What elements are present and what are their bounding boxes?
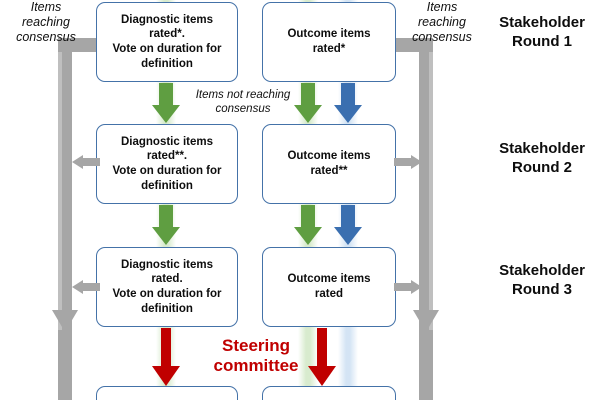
right-rail-top-elbow xyxy=(393,38,433,52)
box-outcome-round-1-label: Outcome items rated* xyxy=(287,28,371,55)
green-arrow-diagnostic-r2-r3 xyxy=(152,205,180,245)
box-outcome-round-3-label: Outcome items rated xyxy=(287,273,371,300)
right-rail-highlight xyxy=(429,52,433,368)
left-rail-highlight xyxy=(58,52,62,368)
blue-arrow-outcome-r1-r2 xyxy=(334,83,362,123)
left-feedback-arrow-round3 xyxy=(72,280,100,294)
left-rail-top-elbow xyxy=(58,38,100,52)
stakeholder-round-1-label: Stakeholder Round 1 xyxy=(499,14,585,50)
right-feedback-arrow-round2 xyxy=(394,155,422,169)
box-outcome-round-4[interactable] xyxy=(262,386,396,400)
box-outcome-round-2-label: Outcome items rated** xyxy=(287,150,371,177)
stakeholder-round-2-label: Stakeholder Round 2 xyxy=(499,140,585,176)
annotation-items-reaching-consensus-left: Items reaching consensus xyxy=(16,0,76,44)
annotation-items-not-reaching-consensus: Items not reaching consensus xyxy=(195,89,291,115)
right-feedback-arrow-round3 xyxy=(394,280,422,294)
box-diagnostic-round-2[interactable]: Diagnostic items rated**. Vote on durati… xyxy=(96,124,238,204)
green-arrow-outcome-r2-r3 xyxy=(294,205,322,245)
box-diagnostic-round-2-label: Diagnostic items rated**. Vote on durati… xyxy=(112,135,222,192)
blue-arrow-outcome-r2-r3 xyxy=(334,205,362,245)
box-diagnostic-round-4[interactable] xyxy=(96,386,238,400)
right-rail-lower-spine xyxy=(419,330,433,400)
right-rail-down-arrowhead xyxy=(413,310,439,336)
annotation-steering-committee: Steering committee xyxy=(213,336,299,376)
box-diagnostic-round-3-label: Diagnostic items rated. Vote on duration… xyxy=(112,258,222,315)
box-outcome-round-1[interactable]: Outcome items rated* xyxy=(262,2,396,82)
red-arrow-diagnostic-r3-r4 xyxy=(152,328,180,386)
left-rail-down-arrowhead xyxy=(52,310,78,336)
box-outcome-round-2[interactable]: Outcome items rated** xyxy=(262,124,396,204)
left-feedback-arrow-round2 xyxy=(72,155,100,169)
box-outcome-round-3[interactable]: Outcome items rated xyxy=(262,247,396,327)
annotation-items-reaching-consensus-right: Items reaching consensus xyxy=(412,0,472,44)
box-diagnostic-round-1[interactable]: Diagnostic items rated*. Vote on duratio… xyxy=(96,2,238,82)
left-rail-lower-spine xyxy=(58,330,72,400)
box-diagnostic-round-1-label: Diagnostic items rated*. Vote on duratio… xyxy=(112,13,222,70)
stakeholder-round-3-label: Stakeholder Round 3 xyxy=(499,262,585,298)
green-arrow-diagnostic-r1-r2 xyxy=(152,83,180,123)
box-diagnostic-round-3[interactable]: Diagnostic items rated. Vote on duration… xyxy=(96,247,238,327)
